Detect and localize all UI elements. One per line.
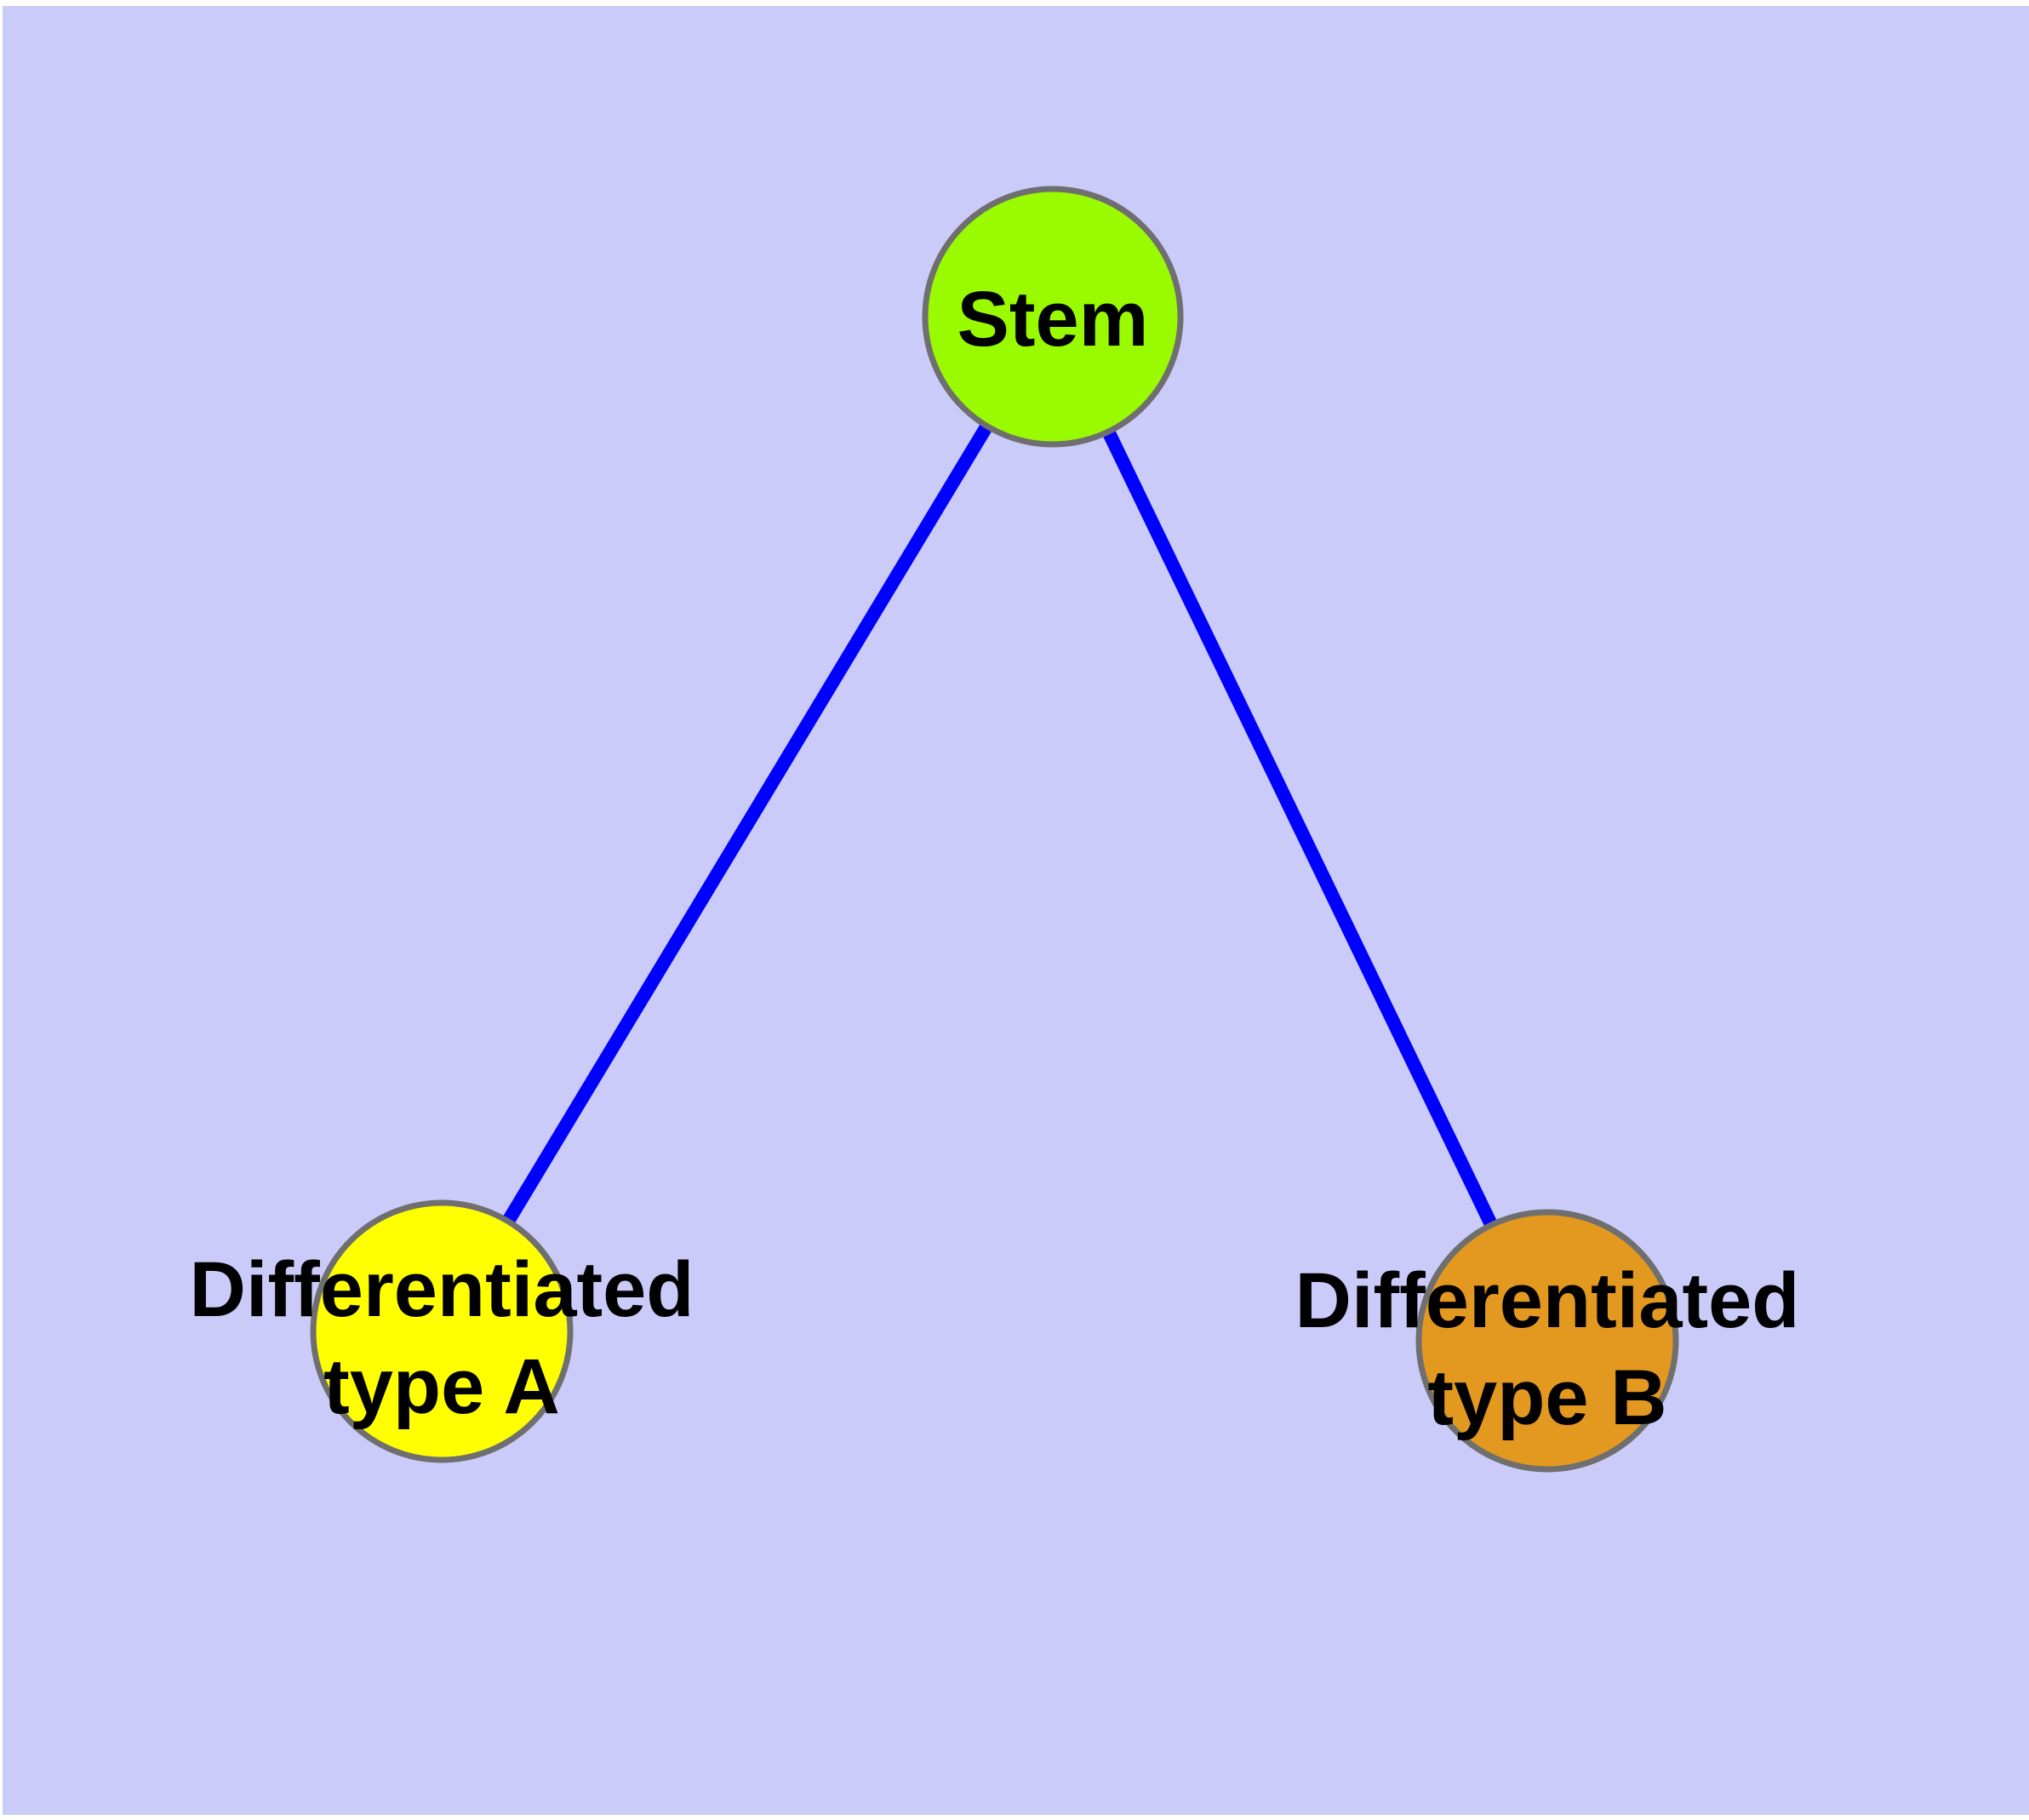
node-stem-circle — [922, 186, 1184, 448]
node-type-b-label-line1: Differentiated — [1295, 1257, 1800, 1344]
node-type-a-circle — [310, 1199, 574, 1463]
node-type-a-label-line2: type A — [323, 1343, 560, 1430]
node-stem-label: Stem — [957, 276, 1149, 363]
node-type-b-circle — [1415, 1209, 1679, 1473]
node-type-b-label-line2: type B — [1427, 1354, 1666, 1441]
node-type-a-label-line1: Differentiated — [190, 1246, 694, 1333]
edge-stem-to-type-b — [1046, 313, 1554, 1344]
edge-stem-to-type-a — [436, 312, 1059, 1336]
